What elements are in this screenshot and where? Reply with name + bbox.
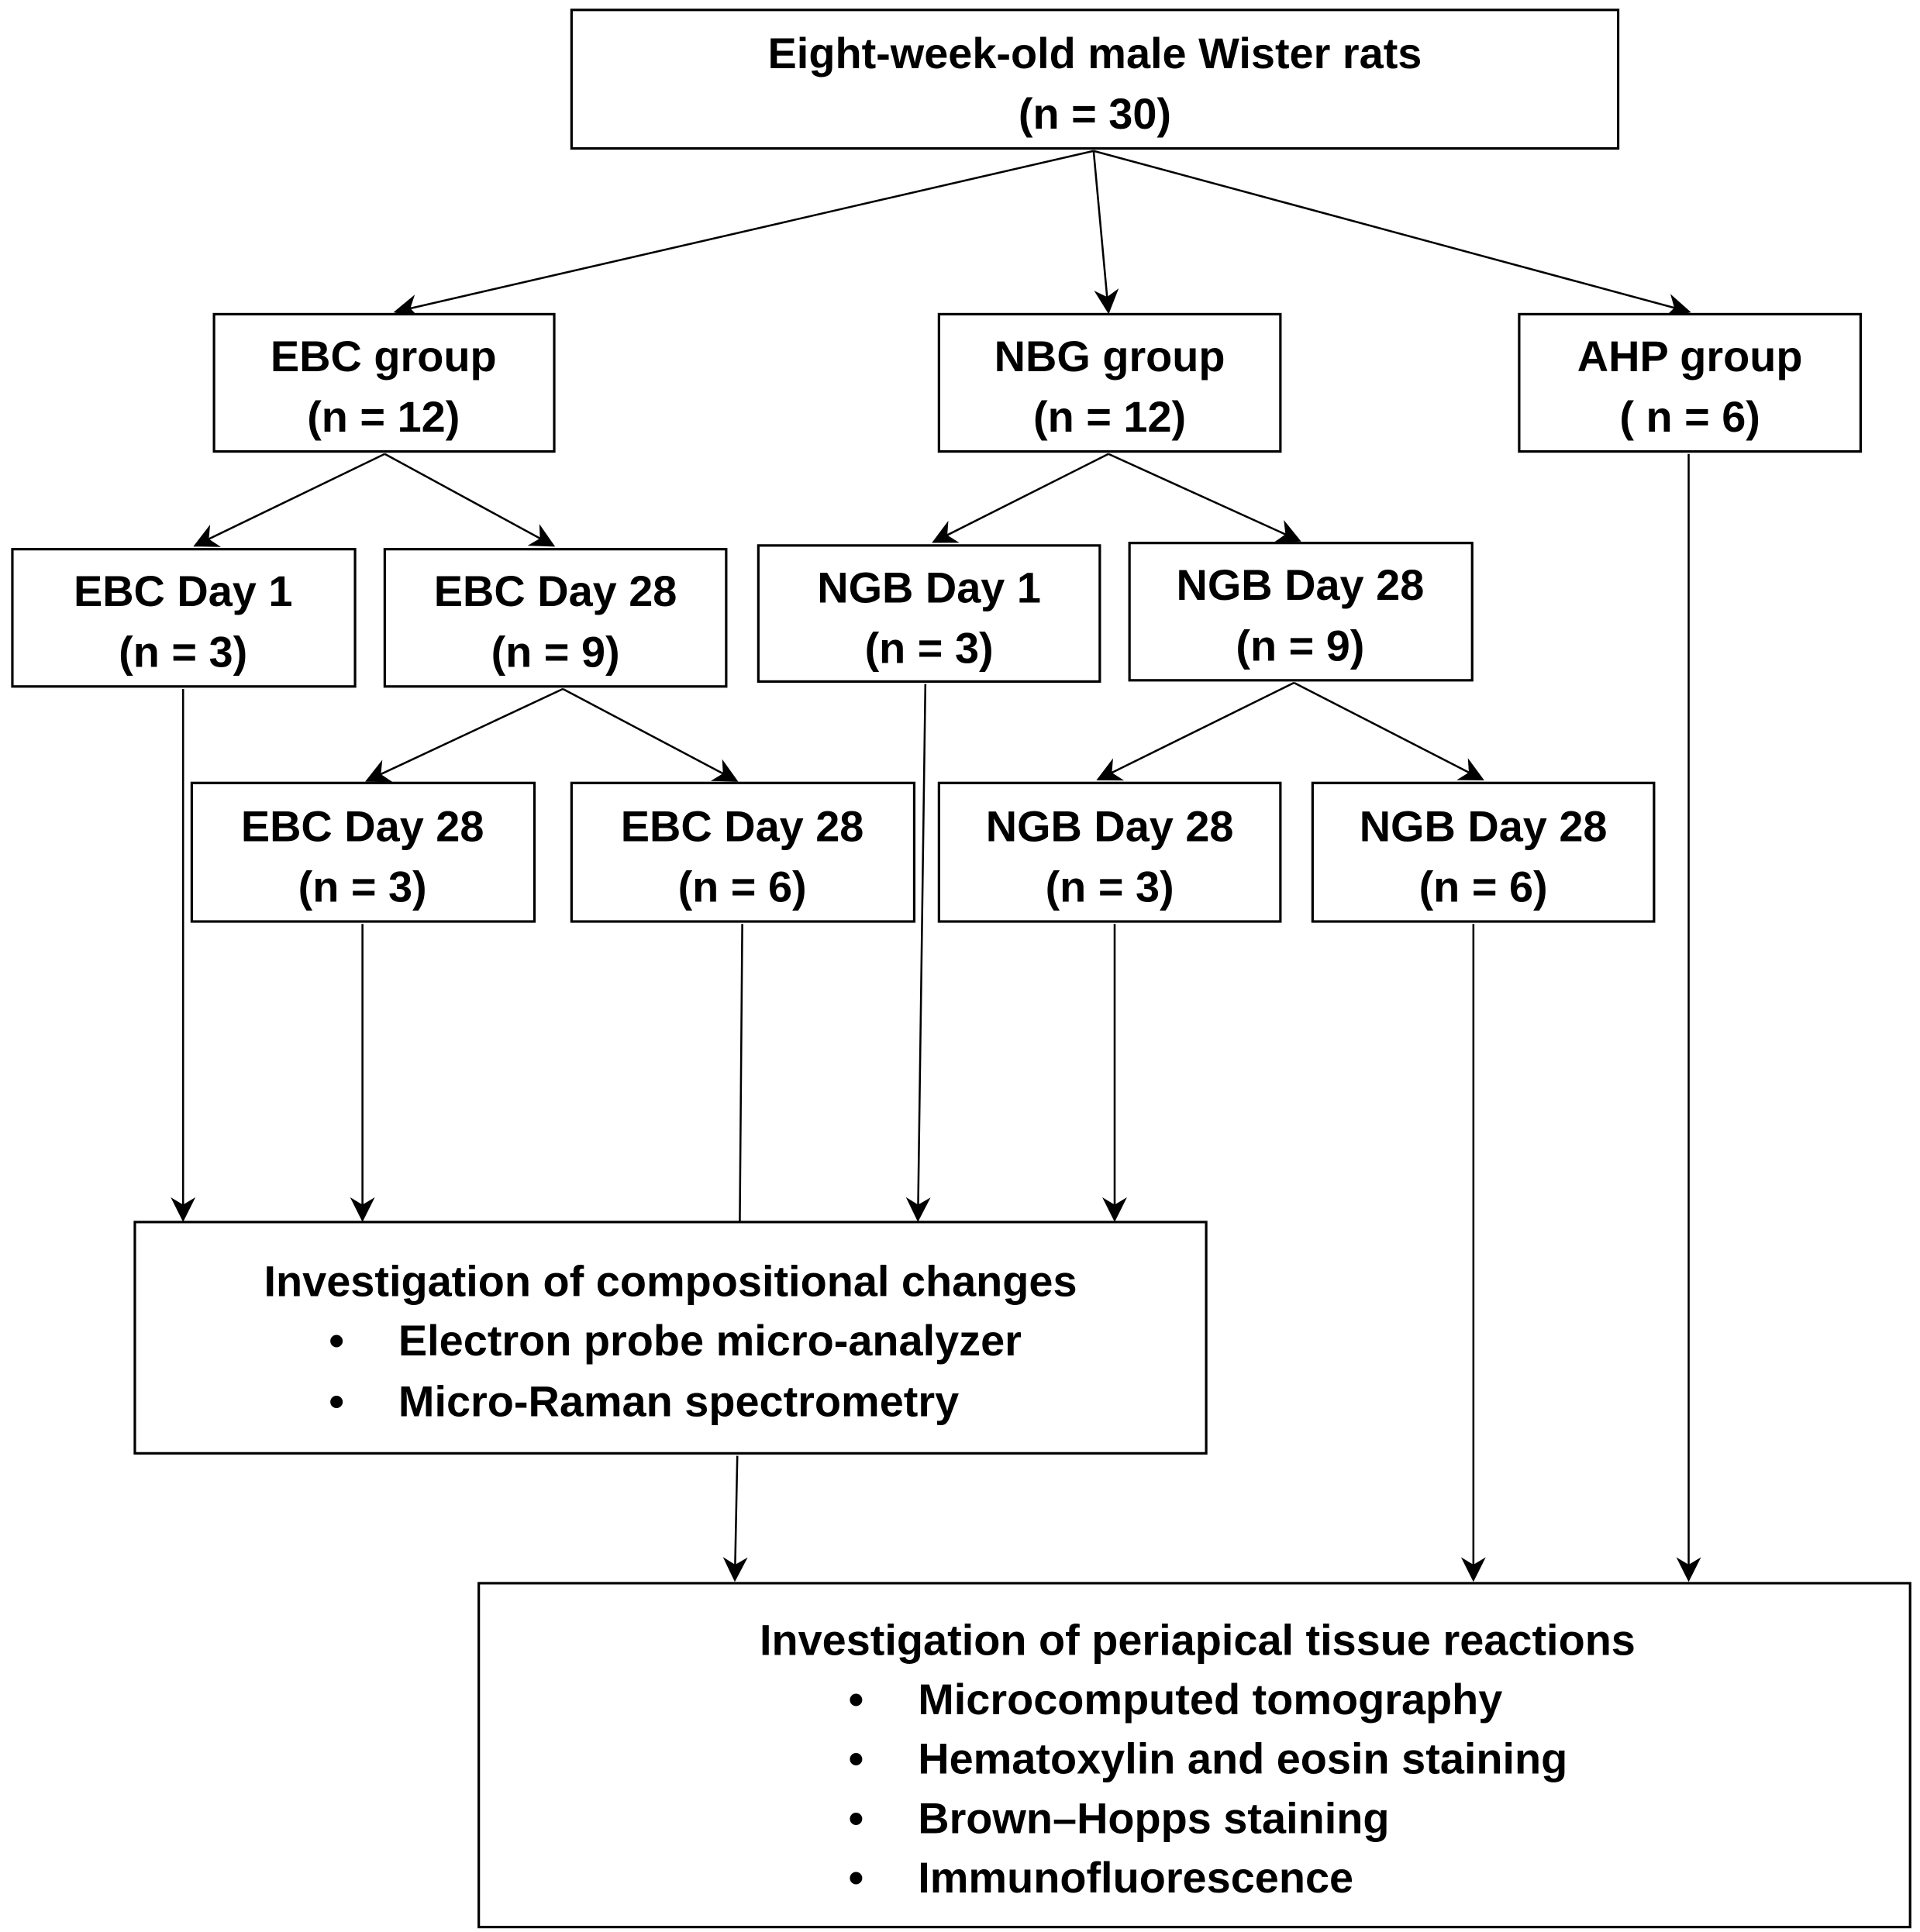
- node-ahp-group: AHP group ( n = 6): [1518, 312, 1862, 453]
- node-root: Eight-week-old male Wister rats (n = 30): [570, 9, 1620, 150]
- node-compositional-changes: Investigation of compositional changes •…: [133, 1221, 1208, 1455]
- arrow: [562, 687, 739, 782]
- arrow: [905, 684, 931, 1222]
- node-count: (n = 6): [678, 863, 807, 911]
- node-ngb-day28: NGB Day 28 (n = 9): [1128, 542, 1474, 682]
- node-title: EBC group: [271, 332, 497, 381]
- node-title: NGB Day 28: [1360, 801, 1608, 850]
- node-title: EBC Day 28: [434, 567, 677, 615]
- arrow: [393, 150, 1094, 319]
- node-count: (n = 9): [491, 627, 620, 676]
- arrow: [1293, 681, 1484, 780]
- node-ebc-day28-b: EBC Day 28 (n = 6): [570, 781, 916, 923]
- node-title: Investigation of compositional changes: [264, 1257, 1077, 1306]
- node-title: NGB Day 28: [986, 801, 1234, 850]
- bullet: •: [849, 1853, 864, 1902]
- node-title: NGB Day 1: [817, 563, 1041, 611]
- node-count: (n = 3): [298, 863, 427, 911]
- bullet: •: [849, 1734, 864, 1783]
- method-item: Immunofluorescence: [918, 1853, 1353, 1902]
- node-nbg-group: NBG group (n = 12): [937, 312, 1282, 453]
- node-count: (n = 12): [307, 392, 460, 441]
- arrow: [1093, 150, 1691, 319]
- method-item: Microcomputed tomography: [918, 1675, 1502, 1724]
- node-title: NBG group: [994, 332, 1225, 381]
- node-count: ( n = 6): [1619, 392, 1760, 441]
- node-count: (n = 30): [1019, 89, 1171, 138]
- arrow: [1096, 681, 1294, 781]
- arrow: [193, 453, 385, 547]
- node-title: Eight-week-old male Wister rats: [768, 29, 1422, 77]
- method-item: Micro-Raman spectrometry: [398, 1376, 959, 1425]
- node-title: EBC Day 1: [74, 567, 293, 615]
- node-periapical-reactions: Investigation of periapical tissue react…: [477, 1582, 1911, 1929]
- arrow: [932, 453, 1109, 543]
- node-ebc-group: EBC group (n = 12): [212, 312, 556, 453]
- node-ngb-day1: NGB Day 1 (n = 3): [757, 544, 1101, 684]
- node-title: Investigation of periapical tissue react…: [760, 1615, 1636, 1664]
- node-count: (n = 12): [1033, 392, 1186, 441]
- node-title: AHP group: [1577, 332, 1803, 381]
- arrow: [722, 1455, 748, 1582]
- node-ebc-day28-a: EBC Day 28 (n = 3): [190, 781, 536, 923]
- method-item: Hematoxylin and eosin staining: [918, 1734, 1567, 1783]
- node-count: (n = 3): [865, 623, 994, 672]
- node-ngb-day28-b: NGB Day 28 (n = 6): [1311, 781, 1656, 923]
- node-count: (n = 3): [1046, 863, 1174, 911]
- bullet: •: [329, 1316, 344, 1365]
- node-count: (n = 6): [1419, 863, 1548, 911]
- node-count: (n = 3): [119, 627, 247, 676]
- node-ngb-day28-a: NGB Day 28 (n = 3): [937, 781, 1282, 923]
- bullet: •: [329, 1376, 344, 1425]
- method-item: Brown–Hopps staining: [918, 1793, 1389, 1842]
- connector-line: [739, 924, 743, 1222]
- arrow: [365, 687, 564, 783]
- arrow: [384, 453, 556, 547]
- bullet: •: [849, 1675, 864, 1724]
- node-ebc-day1: EBC Day 1 (n = 3): [11, 548, 357, 688]
- node-title: NGB Day 28: [1177, 560, 1425, 609]
- bullet: •: [849, 1793, 864, 1842]
- arrow: [1108, 453, 1301, 543]
- node-title: EBC Day 28: [621, 801, 864, 850]
- node-ebc-day28: EBC Day 28 (n = 9): [383, 548, 728, 688]
- arrow: [1092, 150, 1119, 315]
- connectors: [171, 150, 1701, 1582]
- method-item: Electron probe micro-analyzer: [398, 1316, 1022, 1365]
- node-title: EBC Day 28: [241, 801, 484, 850]
- node-count: (n = 9): [1236, 621, 1364, 670]
